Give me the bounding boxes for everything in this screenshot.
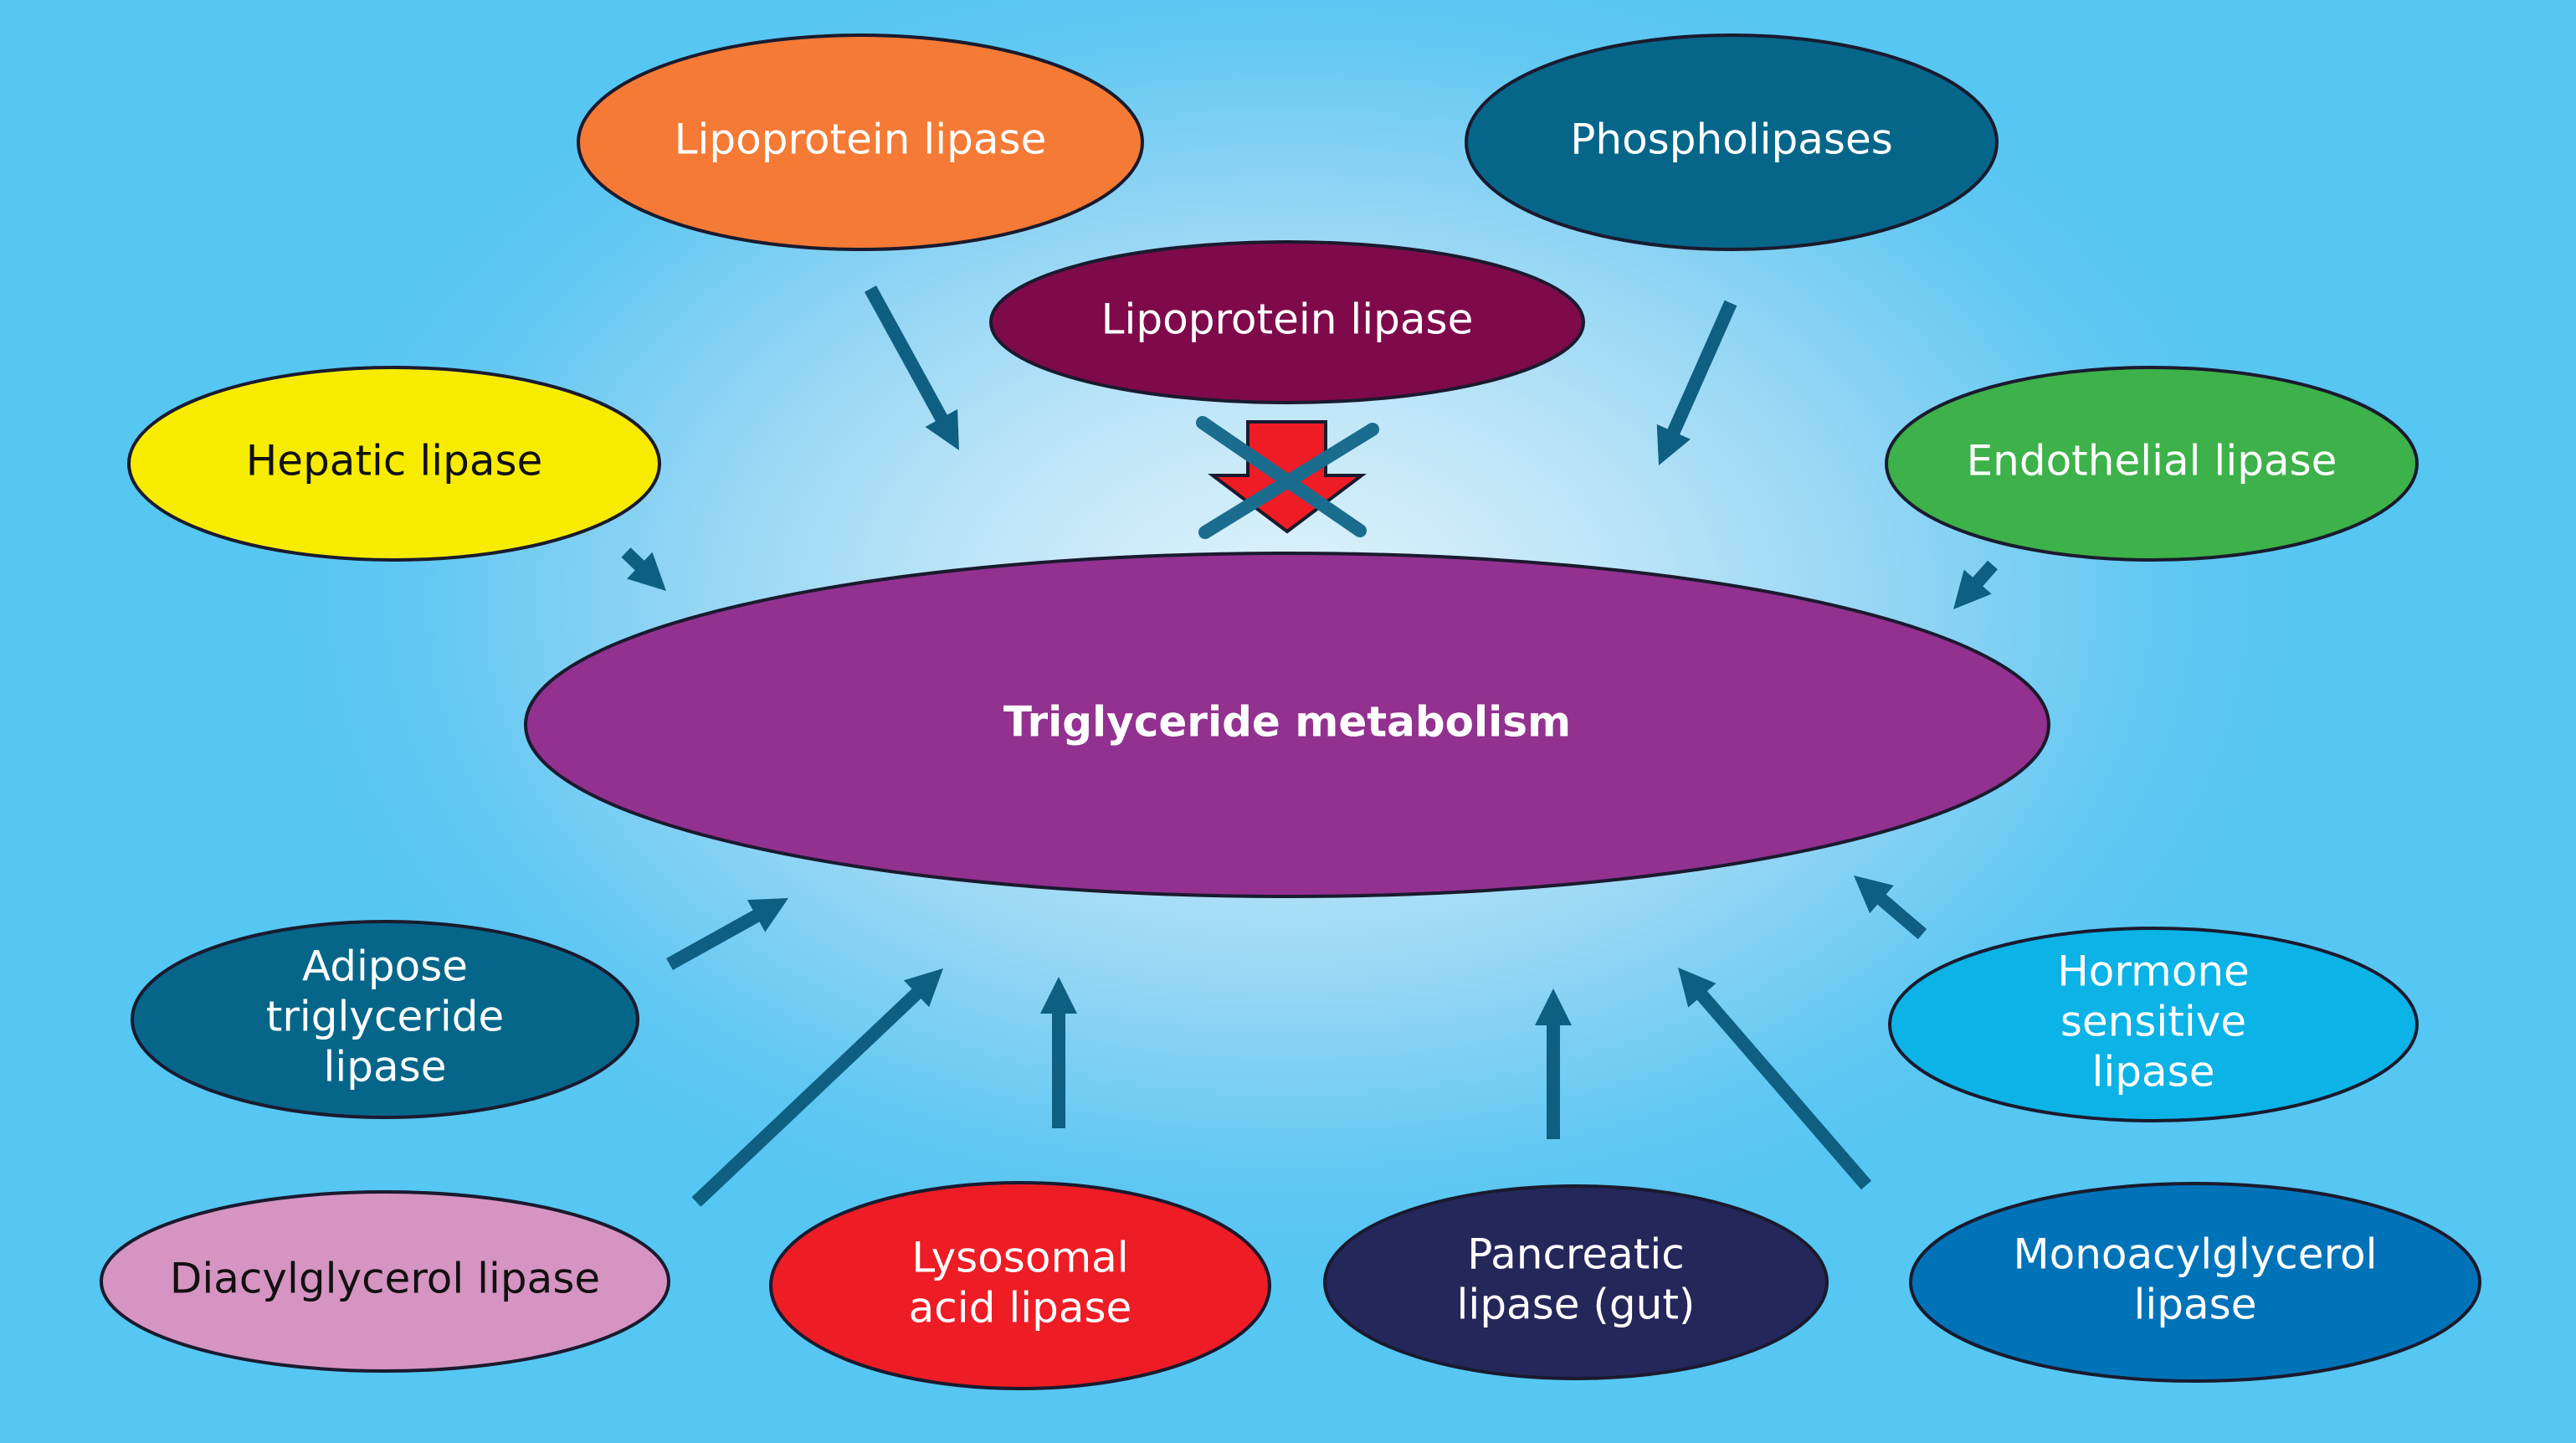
- arrow-shaft: [1875, 891, 1927, 940]
- node-ellipse: [100, 1190, 670, 1373]
- node-label: triglyceride: [266, 993, 504, 1041]
- arrow-head-icon: [1953, 569, 1992, 609]
- arrow-head-icon: [903, 968, 943, 1008]
- node-label: Monoacylglycerol: [2013, 1230, 2377, 1279]
- node-ellipse: [127, 366, 661, 562]
- node-label: acid lipase: [909, 1284, 1132, 1333]
- arrow-diacylglycerol: [691, 968, 943, 1207]
- arrow-head-icon: [627, 552, 666, 591]
- center-node: Triglyceride metabolism: [524, 552, 2050, 898]
- node-ellipse: [577, 33, 1144, 251]
- node-label: Lipoprotein lipase: [675, 116, 1047, 164]
- arrow-lipoprotein-lipase: [864, 285, 959, 450]
- arrow-lysosomal: [1040, 977, 1077, 1128]
- center-label: Triglyceride metabolism: [1003, 698, 1571, 747]
- arrow-head-icon: [1854, 876, 1894, 914]
- node-ellipse: [131, 920, 639, 1119]
- arrow-shaft: [1970, 560, 1998, 589]
- arrow-shaft: [1695, 989, 1872, 1190]
- cross-out-line-1: [1196, 416, 1367, 537]
- node-label: Hormone: [2057, 947, 2250, 996]
- arrow-endothelial-lipase: [1953, 560, 1998, 609]
- node-ellipse: [1323, 1184, 1829, 1380]
- arrow-head-icon: [925, 408, 959, 450]
- node-ellipse: [1909, 1182, 2481, 1383]
- node-label: Hepatic lipase: [246, 437, 543, 485]
- blocked-arrow: [1196, 416, 1379, 539]
- cross-out-line-2: [1198, 423, 1379, 539]
- arrow-head-icon: [1535, 989, 1572, 1025]
- arrow-head-icon: [1040, 977, 1077, 1014]
- node-hepatic-lipase: Hepatic lipase: [127, 366, 661, 562]
- arrow-phospholipases: [1656, 300, 1737, 465]
- node-label: Phospholipases: [1570, 116, 1893, 164]
- arrow-pancreatic: [1535, 989, 1572, 1139]
- node-label: Adipose: [302, 942, 468, 991]
- node-lipoprotein-lipase-maroon: Lipoprotein lipase: [989, 240, 1585, 404]
- node-label: lipase: [2134, 1281, 2257, 1329]
- node-label: Diacylglycerol lipase: [170, 1255, 600, 1303]
- node-label: lipase: [324, 1043, 447, 1091]
- arrow-head-icon: [747, 898, 788, 932]
- arrow-head-icon: [1656, 424, 1691, 465]
- node-label: lipase (gut): [1457, 1281, 1696, 1329]
- node-ellipse: [989, 240, 1585, 404]
- node-endothelial-lipase: Endothelial lipase: [1885, 366, 2419, 562]
- arrow-monoacylglycerol: [1678, 968, 1872, 1190]
- node-label: Lipoprotein lipase: [1101, 295, 1474, 344]
- arrow-hepatic-lipase: [621, 547, 666, 591]
- node-label: Endothelial lipase: [1967, 437, 2337, 485]
- node-ellipse: [769, 1181, 1271, 1390]
- node-diacylglycerol-lipase: Diacylglycerol lipase: [100, 1190, 670, 1373]
- arrow-shaft: [691, 986, 924, 1207]
- node-label: sensitive: [2060, 998, 2246, 1046]
- arrow-shaft: [1665, 300, 1737, 438]
- node-label: lipase: [2092, 1048, 2215, 1096]
- arrow-shaft: [666, 908, 762, 970]
- arrows-layer: [621, 285, 1998, 1207]
- arrow-hormone-sensitive: [1854, 876, 1927, 940]
- node-ellipse: [1465, 33, 1999, 251]
- node-ellipse: [1885, 366, 2419, 562]
- arrow-head-icon: [1678, 968, 1716, 1008]
- node-lipoprotein-lipase-orange: Lipoprotein lipase: [577, 33, 1144, 251]
- center-ellipse: [524, 552, 2050, 898]
- arrow-adipose-tg-lipase: [666, 898, 788, 970]
- arrow-shaft: [864, 285, 949, 424]
- node-phospholipases: Phospholipases: [1465, 33, 1999, 251]
- node-ellipse: [1888, 927, 2419, 1122]
- node-label: Pancreatic: [1467, 1230, 1685, 1279]
- arrow-shaft: [621, 547, 647, 573]
- node-label: Lysosomal: [911, 1234, 1128, 1282]
